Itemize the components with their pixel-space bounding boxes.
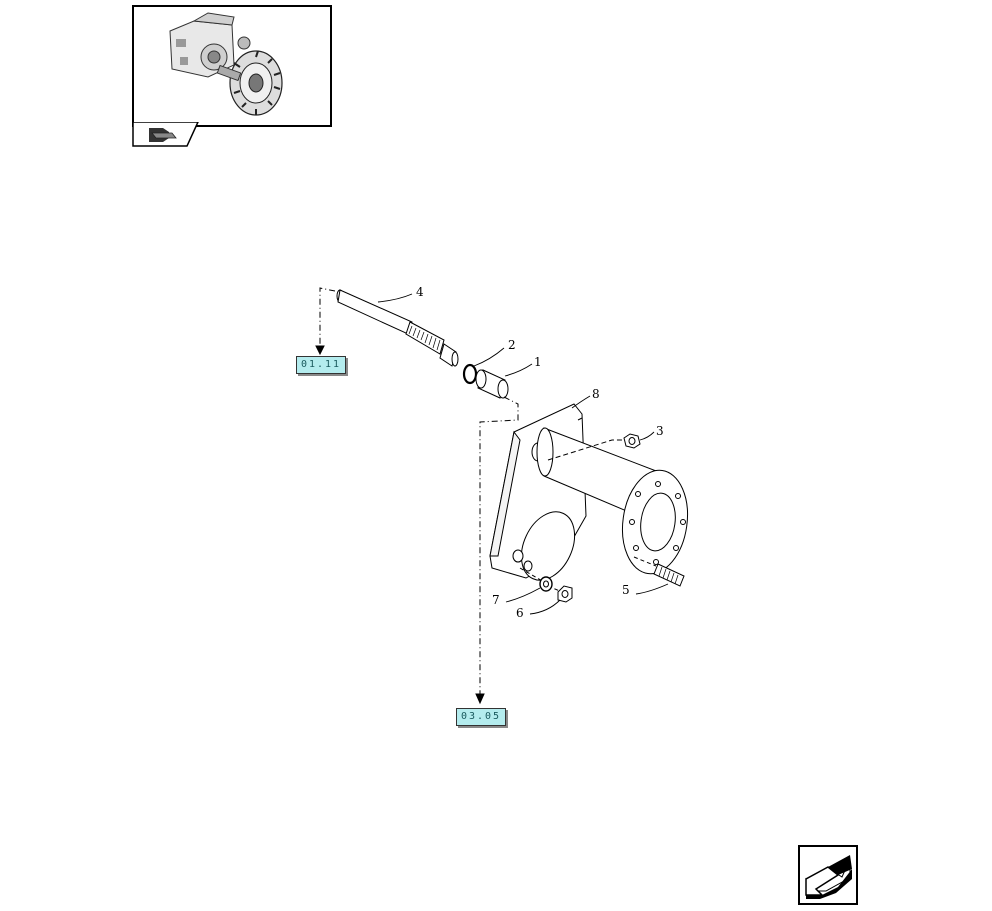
part-8-bracket: [489, 403, 689, 581]
thumbnail-tab: [132, 121, 202, 152]
callout-3: 3: [656, 424, 664, 438]
leader-line-ref-1: [319, 287, 336, 352]
reference-link-03-05[interactable]: 03.05: [456, 708, 506, 726]
leader-8: [571, 395, 591, 409]
callout-1: 1: [534, 355, 542, 369]
callout-8: 8: [592, 387, 600, 401]
assembly-thumbnail-icon: [169, 12, 283, 116]
part-7-washer: [539, 576, 553, 592]
part-6-nut: [557, 585, 573, 603]
reference-link-01-11[interactable]: 01.11: [296, 356, 346, 374]
leader-2: [473, 347, 505, 367]
part-3-nut: [623, 433, 641, 449]
callout-5: 5: [622, 583, 630, 597]
part-4-shaft: [336, 289, 459, 367]
leader-5: [635, 583, 669, 595]
previous-page-arrow-icon: [805, 855, 852, 899]
leader-6: [529, 599, 561, 615]
part-1-bushing: [475, 369, 509, 399]
thumbnail-frame: [132, 5, 332, 127]
leader-3: [639, 431, 655, 441]
leader-7: [505, 587, 541, 603]
callout-4: 4: [416, 285, 424, 299]
callout-7: 7: [492, 593, 500, 607]
part-5-stud: [633, 556, 685, 587]
part-2-snap-ring: [462, 363, 478, 385]
callout-6: 6: [516, 606, 524, 620]
previous-page-button[interactable]: [798, 845, 858, 905]
book-page-icon: [149, 128, 177, 142]
leader-line-ref-2: [479, 396, 519, 700]
leader-1: [504, 363, 533, 377]
callout-2: 2: [508, 338, 516, 352]
leader-4: [377, 293, 413, 303]
